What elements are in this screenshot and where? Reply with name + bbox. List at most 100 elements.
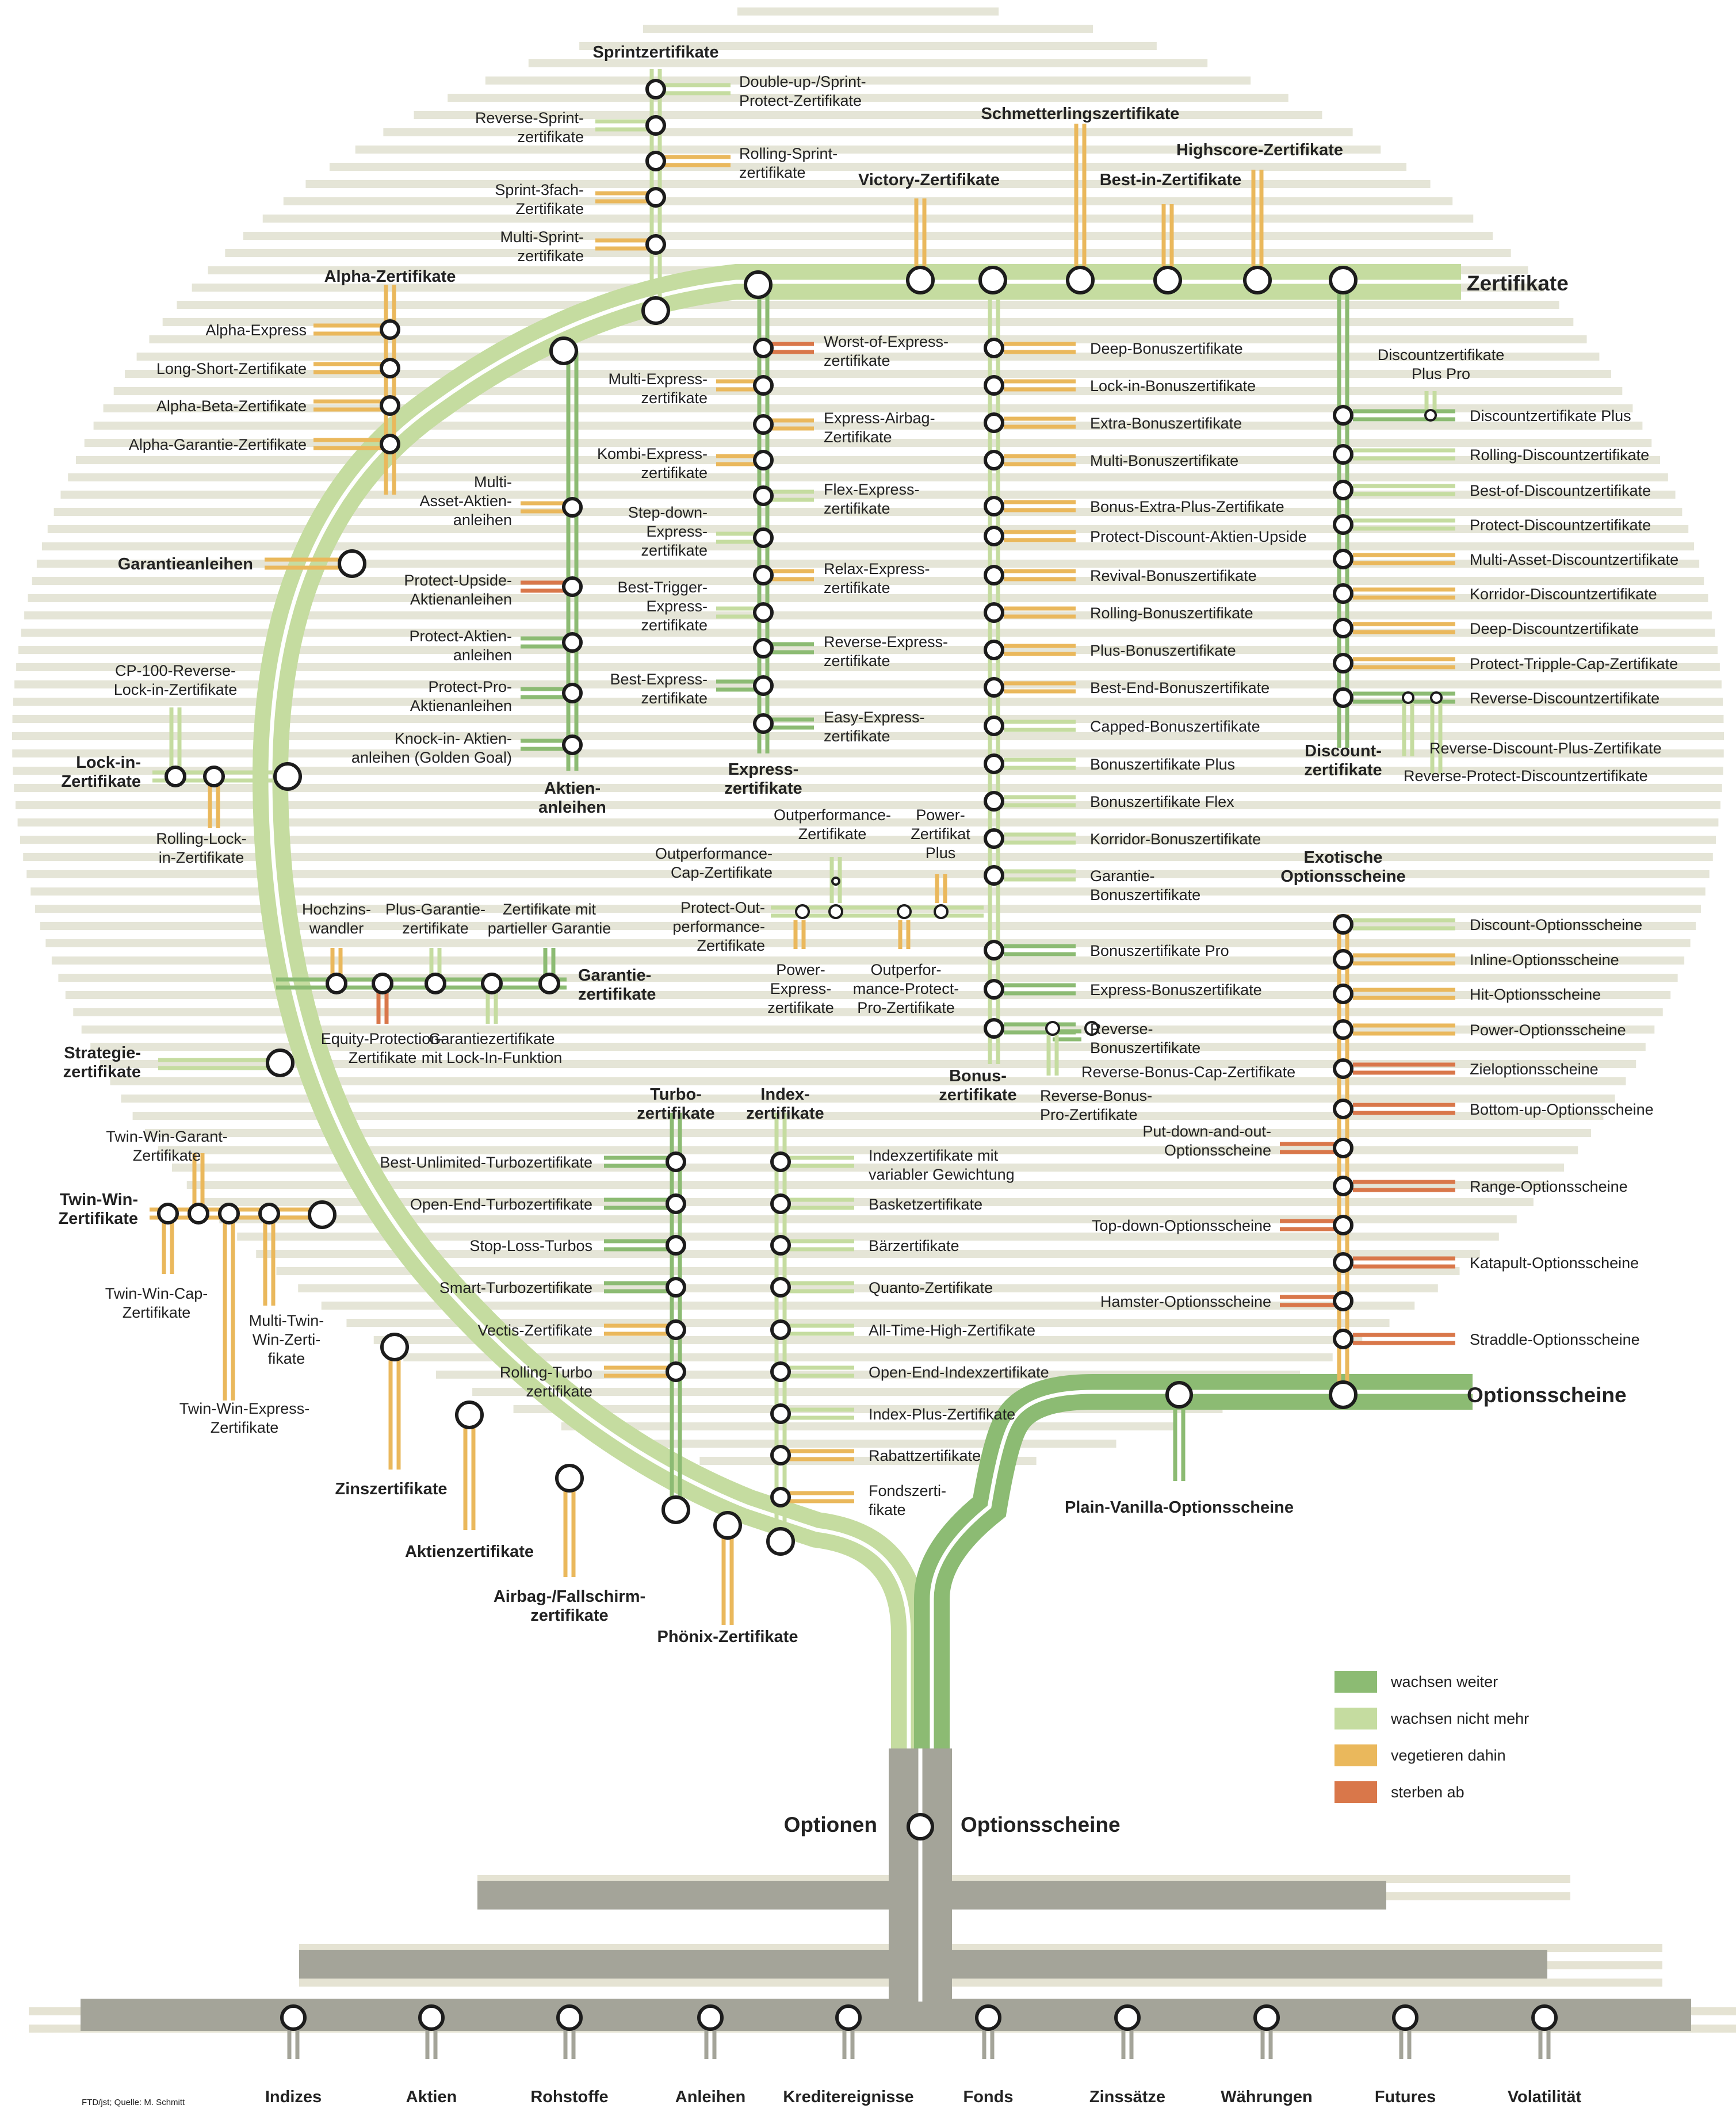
halo-stripe (23, 853, 1713, 861)
label-line: Reverse-Bonus- (1040, 1087, 1152, 1104)
trunk-right-label: Optionsscheine (961, 1813, 1121, 1836)
exotic-station-0 (1333, 914, 1353, 935)
label-line: Open-End-Turbozertifikate (410, 1196, 592, 1213)
halo-stripe (84, 439, 1652, 447)
label-line: zertifikate (641, 389, 708, 407)
phoenix-label: Phönix-Zertifikate (657, 1628, 798, 1646)
label-line: anleihen (538, 798, 606, 817)
bonus-rev-cap-station (1045, 1021, 1060, 1036)
halo-stripe (13, 698, 1723, 706)
label-line: Garantie- (578, 966, 651, 985)
main-station-10 (713, 1511, 742, 1540)
label-line: Turbo- (650, 1085, 702, 1104)
root-stripe (299, 1979, 1662, 1987)
label-line: Garantieanleihen (118, 555, 253, 573)
label-line: Twin-Win-Express- (179, 1400, 310, 1417)
optionsscheine-label: Optionsscheine (1467, 1383, 1627, 1407)
label-line: Express-Bonuszertifikate (1090, 981, 1262, 998)
bonus-item-15: Bonuszertifikate Pro (1090, 942, 1229, 959)
label-line: Zertifikate (515, 200, 584, 217)
label-line: zertifikate (641, 690, 708, 707)
lockin-station-1 (165, 766, 186, 787)
label-line: Plus-Bonuszertifikate (1090, 642, 1236, 659)
label-line: Lock-in-Zertifikate (114, 681, 238, 698)
bonus-station-0 (984, 338, 1004, 358)
garantieanleihen-label: Garantieanleihen (118, 555, 253, 573)
legend-swatch-3 (1334, 1781, 1377, 1803)
twinwin-cap-label: Twin-Win-Cap-Zertifikate (105, 1285, 208, 1321)
label-line: Twin-Win-Garant- (106, 1128, 228, 1145)
bonus-station-9 (984, 677, 1004, 698)
root-station-2 (556, 2004, 583, 2031)
bonus-item-14: Garantie-Bonuszertifikate (1090, 867, 1200, 904)
garantie-station-3 (481, 973, 503, 994)
halo-stripe (162, 318, 1574, 326)
label-line: Phönix-Zertifikate (657, 1628, 798, 1646)
halo-stripe (18, 646, 1718, 654)
label-line: Relax-Express- (824, 560, 930, 577)
bonus-item-4: Bonus-Extra-Plus-Zertifikate (1090, 498, 1284, 515)
label-line: Put-down-and-out- (1142, 1123, 1271, 1140)
main-station-13 (906, 266, 935, 294)
label-line: Discountzertifikate (1378, 346, 1505, 363)
aktien-station-4 (562, 734, 583, 755)
bonus-item-16: Express-Bonuszertifikate (1090, 981, 1262, 998)
halo-stripe (100, 1060, 1636, 1068)
exotic-station-7 (1333, 1176, 1353, 1196)
label-line: Index-Plus-Zertifikate (869, 1406, 1015, 1423)
halo-stripe (202, 1198, 1534, 1206)
halo-stripe (41, 542, 1695, 550)
label-line: Alpha-Garantie-Zertifikate (129, 436, 307, 453)
halo-stripe (132, 1112, 1604, 1120)
label-line: Zertifikate (58, 1210, 138, 1228)
halo-stripe (28, 594, 1708, 602)
label-line: Discount-Optionsscheine (1470, 916, 1642, 933)
label-line: Protect-Upside- (404, 572, 512, 589)
label-line: All-Time-High-Zertifikate (869, 1322, 1035, 1339)
outperformance-item-5: Outperfor-mance-Protect-Pro-Zertifikate (853, 961, 959, 1016)
top-branch-label-victory: Victory-Zertifikate (858, 171, 1000, 189)
express-station-9 (753, 675, 774, 696)
halo-stripe (186, 1181, 1550, 1189)
root-label-1: Aktien (406, 2088, 457, 2106)
garantie-title: Garantie-zertifikate (578, 966, 656, 1004)
discount-station-7 (1333, 653, 1353, 674)
label-line: Katapult-Optionsscheine (1470, 1254, 1639, 1272)
bonus-item-13: Korridor-Bonuszertifikate (1090, 831, 1261, 848)
bonus-station-3 (984, 450, 1004, 470)
label-line: Open-End-Indexzertifikate (869, 1364, 1049, 1381)
label-line: Deep-Bonuszertifikate (1090, 340, 1243, 357)
label-line: Bonuszertifikate Pro (1090, 942, 1229, 959)
label-line: Hit-Optionsscheine (1470, 986, 1601, 1003)
bonus-item-10: Capped-Bonuszertifikate (1090, 718, 1260, 735)
garantie-station-1 (372, 973, 393, 994)
bonus-station-16 (984, 979, 1004, 1000)
alpha-station-3 (380, 434, 400, 454)
label-line: Protect-Out- (680, 899, 765, 916)
label-line: Outperformance- (774, 806, 891, 824)
discount-rev-protect-station (1430, 691, 1443, 704)
label-line: zertifikate (637, 1104, 714, 1123)
label-line: Express- (646, 523, 708, 540)
halo-stripe (17, 818, 1719, 826)
turbo-station-0 (666, 1151, 686, 1172)
halo-stripe (45, 939, 1691, 947)
discount-station-0 (1333, 405, 1353, 426)
root-station-3 (697, 2004, 724, 2031)
label-line: Outperfor- (870, 961, 941, 978)
halo-stripe (448, 94, 1288, 102)
bonus-station-5 (984, 526, 1004, 546)
garantie-item-2: Plus-Garantie-zertifikate (385, 901, 485, 937)
discount-station-5 (1333, 583, 1353, 604)
aktien-item-4: Knock-in- Aktien-anleihen (Golden Goal) (351, 730, 512, 766)
label-line: CP-100-Reverse- (115, 662, 236, 679)
sprint-title: Sprintzertifikate (592, 43, 718, 62)
label-line: Hamster-Optionsscheine (1100, 1293, 1271, 1310)
halo-stripe (643, 25, 1093, 33)
discount-reverse-plus-label: Reverse-Discount-Plus-Zertifikate (1429, 740, 1662, 757)
label-line: Schmetterlingszertifikate (981, 105, 1180, 123)
root-station-5 (975, 2004, 1001, 2031)
legend-label-3: sterben ab (1391, 1784, 1464, 1801)
